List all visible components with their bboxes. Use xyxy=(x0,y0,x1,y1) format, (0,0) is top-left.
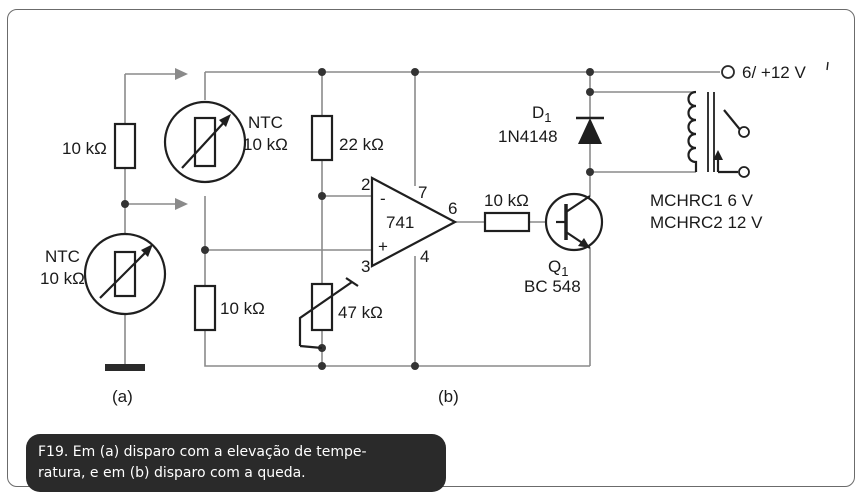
ntc-a-label-1: NTC xyxy=(45,247,80,266)
resistor-22k-label: 22 kΩ xyxy=(339,135,384,154)
diode-name: D1 xyxy=(532,103,552,125)
transistor-name: Q1 xyxy=(548,257,568,279)
diode-d1 xyxy=(576,116,604,144)
resistor-22k xyxy=(310,114,334,162)
part-b-label: (b) xyxy=(438,387,459,406)
node xyxy=(121,200,129,208)
ntc-thermistor-b xyxy=(163,100,247,184)
resistor-10k-a-label: 10 kΩ xyxy=(62,139,107,158)
resistor-base-label: 10 kΩ xyxy=(484,191,529,210)
pin-2-label: 2 xyxy=(361,175,370,194)
ground-symbol xyxy=(105,364,145,371)
opamp-label: 741 xyxy=(386,213,414,232)
relay-label-1: MCHRC1 6 V xyxy=(650,191,754,210)
resistor-10k-b xyxy=(193,284,217,332)
tick-mark xyxy=(826,61,829,71)
diode-part-label: 1N4148 xyxy=(498,127,558,146)
potentiometer-47k xyxy=(298,277,359,350)
resistor-10k-b-label: 10 kΩ xyxy=(220,299,265,318)
resistor-10k-a xyxy=(113,122,137,170)
ntc-b-label-1: NTC xyxy=(248,113,283,132)
noninverting-input-label: + xyxy=(378,237,388,256)
pin-6-label: 6 xyxy=(448,199,457,218)
opamp-741 xyxy=(370,176,458,268)
relay-label-2: MCHRC2 12 V xyxy=(650,213,763,232)
ntc-b-label-2: 10 kΩ xyxy=(243,135,288,154)
pin-3-label: 3 xyxy=(361,257,370,276)
transistor-q1 xyxy=(544,192,604,252)
relay xyxy=(687,90,750,178)
figure-caption: F19. Em (a) disparo com a elevação de te… xyxy=(26,434,446,492)
pin-7-label: 7 xyxy=(418,183,427,202)
output-terminal xyxy=(721,65,735,79)
resistor-10k-base xyxy=(483,211,531,233)
caption-line-1: F19. Em (a) disparo com a elevação de te… xyxy=(38,444,367,460)
ntc-a-label-2: 10 kΩ xyxy=(40,269,85,288)
ntc-thermistor-a xyxy=(83,232,167,316)
part-a-label: (a) xyxy=(112,387,133,406)
potentiometer-label: 47 kΩ xyxy=(338,303,383,322)
circuit-a xyxy=(83,68,188,371)
inverting-input-label: - xyxy=(380,189,386,208)
transistor-part-label: BC 548 xyxy=(524,277,581,296)
output-voltage-label: 6/ +12 V xyxy=(742,63,806,82)
caption-line-2: ratura, e em (b) disparo com a queda. xyxy=(38,465,306,481)
pin-4-label: 4 xyxy=(420,247,429,266)
